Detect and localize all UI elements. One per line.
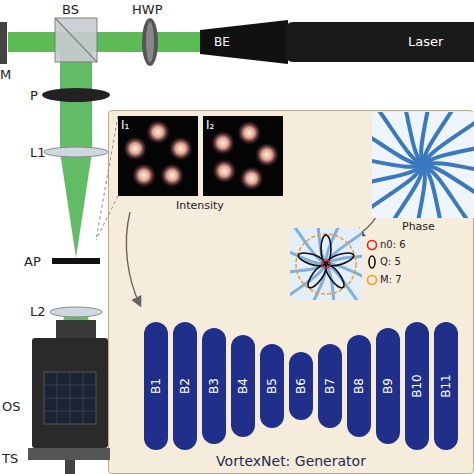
intensity-image: [118, 116, 198, 196]
block-label: B2: [178, 378, 192, 394]
laser-body: [285, 22, 474, 62]
network-block: B8: [347, 335, 371, 437]
network-block: B11: [434, 322, 458, 450]
part-label: HWP: [132, 3, 162, 16]
part-label: BE: [214, 36, 230, 48]
part-label: L1: [30, 146, 46, 159]
block-label: B7: [323, 378, 337, 394]
block-label: B3: [207, 378, 221, 394]
block-label: B6: [294, 378, 308, 394]
block-label: B4: [236, 378, 250, 394]
part-label: AP: [24, 255, 41, 268]
network-block: B1: [144, 322, 168, 450]
laser-beam: [58, 52, 94, 335]
block-label: B11: [439, 374, 453, 398]
block-label: B9: [381, 378, 395, 394]
lens: [44, 147, 108, 157]
annotated-phase: [290, 228, 362, 300]
panel-title: VortexNet: Generator: [109, 453, 473, 469]
flow-arrow: [356, 214, 378, 236]
lens: [50, 307, 102, 317]
network-block: B10: [405, 322, 429, 450]
block-label: B10: [410, 374, 424, 398]
leader-line: [96, 116, 118, 240]
network-block: B6: [289, 352, 313, 420]
half-wave-plate: [142, 18, 158, 66]
camera-sensor: [32, 320, 108, 448]
network-block: B3: [202, 328, 226, 444]
network-block: B4: [231, 335, 255, 437]
network-block: B5: [260, 344, 284, 428]
flow-arrow: [126, 212, 140, 305]
polarizer: [42, 88, 110, 102]
legend-sample: [368, 276, 377, 285]
part-label: Laser: [408, 35, 443, 48]
part-label: TS: [2, 452, 18, 465]
laser-beam: [8, 32, 293, 52]
leader-line: [96, 196, 118, 240]
part-label: P: [30, 89, 38, 102]
part-label: BS: [62, 3, 79, 16]
aperture: [52, 258, 100, 264]
legend-sample: [368, 241, 377, 250]
block-label: B8: [352, 378, 366, 394]
network-block: B7: [318, 344, 342, 428]
block-label: B1: [149, 378, 163, 394]
part-label: M: [0, 68, 11, 81]
part-label: OS: [2, 400, 20, 413]
intensity-image: [201, 112, 286, 196]
network-block: B2: [173, 322, 197, 450]
part-label: L2: [30, 305, 46, 318]
phase-image: [372, 112, 474, 218]
network-block: B9: [376, 328, 400, 444]
translation-stage: [28, 448, 110, 474]
block-label: B5: [265, 378, 279, 394]
beam-expander: [200, 20, 288, 64]
beam-splitter: [55, 18, 97, 62]
network-panel: VortexNet: Generator B1 B2 B3 B4 B5 B6 B7 B8 B9 B1…: [108, 110, 474, 474]
mirror: [0, 22, 7, 64]
legend-sample: [369, 256, 375, 268]
